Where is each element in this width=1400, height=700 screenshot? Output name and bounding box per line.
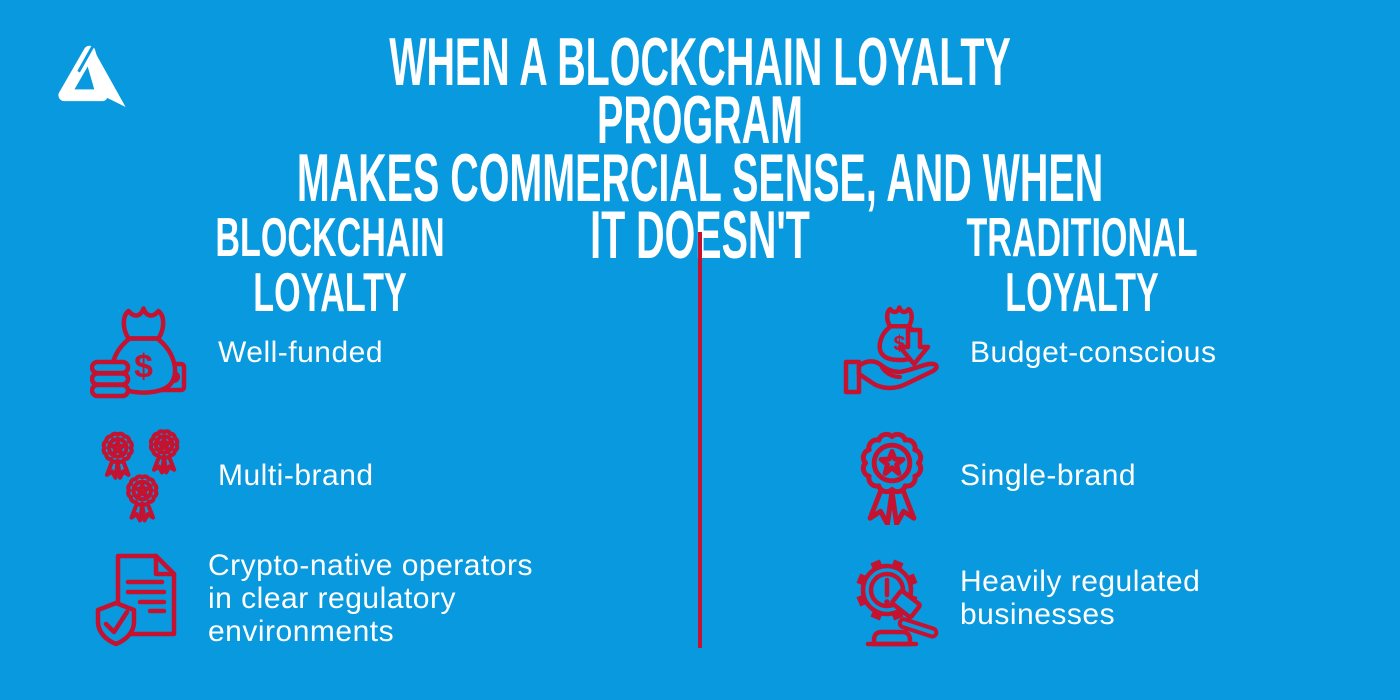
list-item: Single-brand [842, 425, 1400, 525]
column-header-blockchain: BLOCKCHAIN LOYALTY [215, 206, 445, 323]
blockchain-loyalty-column: BLOCKCHAIN LOYALTY Well-funded [0, 210, 700, 671]
comparison-columns: BLOCKCHAIN LOYALTY Well-funded [0, 210, 1400, 671]
hand-money-bag-decrease-icon [843, 307, 939, 395]
list-item: Budget-conscious [842, 302, 1400, 402]
single-award-badge-icon [862, 433, 922, 525]
brand-a-logo-icon [58, 44, 126, 108]
item-label: Single-brand [960, 458, 1137, 492]
column-divider [698, 232, 702, 648]
gear-gavel-regulation-icon [856, 559, 939, 647]
traditional-loyalty-column: TRADITIONAL LOYALTY Budget-conscious Sin… [700, 210, 1400, 671]
money-bag-coins-icon [90, 307, 187, 399]
item-label: Well-funded [218, 335, 384, 369]
multi-award-badges-icon [103, 431, 178, 521]
item-label: Crypto-native operators in clear regulat… [208, 548, 533, 648]
item-label: Heavily regulated businesses [960, 565, 1201, 631]
list-item: Crypto-native operators in clear regulat… [90, 548, 700, 648]
list-item: Multi-brand [90, 425, 700, 525]
item-label: Multi-brand [218, 458, 374, 492]
item-label: Budget-conscious [970, 335, 1217, 369]
document-shield-check-icon [95, 553, 177, 647]
column-header-traditional: TRADITIONAL LOYALTY [966, 206, 1198, 323]
list-item: Heavily regulated businesses [842, 548, 1400, 648]
page-title: WHEN A BLOCKCHAIN LOYALTY PROGRAM MAKES … [296, 24, 1104, 274]
list-item: Well-funded [90, 302, 700, 402]
